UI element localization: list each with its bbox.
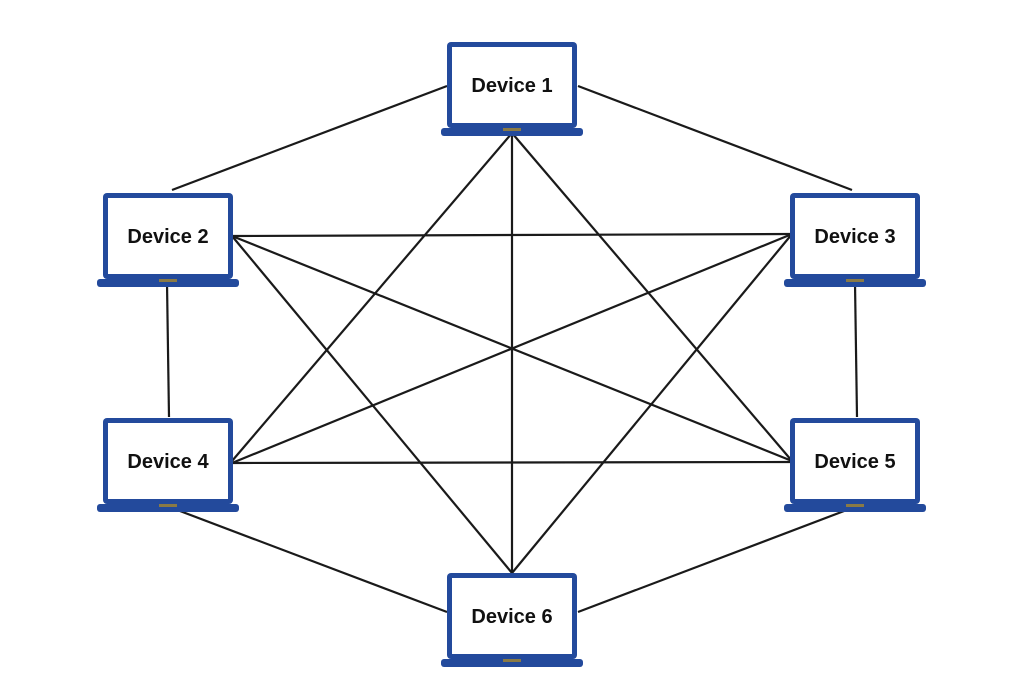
link-d5-d6 xyxy=(577,506,853,614)
laptop-screen xyxy=(795,423,915,499)
device-node-5: Device 5 xyxy=(784,418,926,512)
laptop-trackpad xyxy=(159,279,177,282)
laptop-trackpad xyxy=(503,659,521,662)
device-label: Device 1 xyxy=(471,75,552,97)
device-label: Device 2 xyxy=(127,226,208,248)
link-d2-d6 xyxy=(231,235,513,574)
laptop-base xyxy=(97,279,239,287)
laptop-trackpad xyxy=(846,504,864,507)
link-d1-d4 xyxy=(231,132,513,462)
device-node-6: Device 6 xyxy=(441,573,583,667)
laptop-trackpad xyxy=(159,504,177,507)
laptop-icon xyxy=(97,193,239,287)
laptop-trackpad xyxy=(846,279,864,282)
link-d4-d6 xyxy=(171,506,448,614)
link-d3-d6 xyxy=(511,233,793,574)
link-d3-d5 xyxy=(853,282,859,418)
laptop-icon xyxy=(784,193,926,287)
laptop-icon xyxy=(441,42,583,136)
device-label: Device 6 xyxy=(471,606,552,628)
link-d2-d3 xyxy=(231,232,793,238)
laptop-base xyxy=(441,659,583,667)
laptop-screen xyxy=(795,198,915,274)
device-label: Device 3 xyxy=(814,226,895,248)
laptop-screen xyxy=(108,423,228,499)
device-label: Device 5 xyxy=(814,451,895,473)
link-d4-d5 xyxy=(231,460,793,465)
device-label: Device 4 xyxy=(127,451,209,473)
laptop-screen xyxy=(108,198,228,274)
link-d1-d3 xyxy=(577,84,853,192)
device-node-1: Device 1 xyxy=(441,42,583,136)
laptop-screen xyxy=(452,578,572,654)
link-d1-d5 xyxy=(511,132,793,462)
link-d1-d2 xyxy=(171,84,448,192)
laptop-icon xyxy=(441,573,583,667)
laptop-icon xyxy=(97,418,239,512)
laptop-base xyxy=(97,504,239,512)
device-node-2: Device 2 xyxy=(97,193,239,287)
laptop-base xyxy=(441,128,583,136)
links-layer xyxy=(165,84,859,614)
laptop-base xyxy=(784,504,926,512)
laptop-base xyxy=(784,279,926,287)
link-d2-d4 xyxy=(165,282,171,418)
device-node-4: Device 4 xyxy=(97,418,239,512)
laptop-trackpad xyxy=(503,128,521,131)
laptop-screen xyxy=(452,47,572,123)
laptop-icon xyxy=(784,418,926,512)
link-d3-d4 xyxy=(231,232,793,465)
devices-layer: Device 1 Device 2 Device 3 Device 4 Device 5… xyxy=(97,42,926,667)
device-node-3: Device 3 xyxy=(784,193,926,287)
